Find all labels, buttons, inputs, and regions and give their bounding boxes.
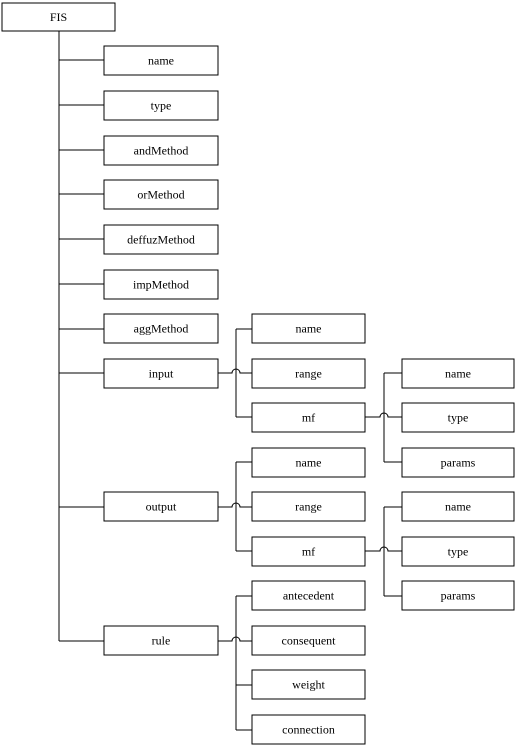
node-output: output [103,491,219,522]
node-type: type [103,90,219,121]
node-output-mf-type-label: type [448,545,469,559]
node-rule: rule [103,625,219,656]
node-andmethod: andMethod [103,135,219,166]
node-output-mf-name: name [401,491,515,522]
node-input-label: input [149,367,174,381]
node-fis-label: FIS [50,10,67,24]
node-aggmethod: aggMethod [103,313,219,344]
node-output-range-label: range [295,500,322,514]
node-input: input [103,358,219,389]
node-impmethod-label: impMethod [133,278,189,292]
connector-lines [58,31,402,731]
node-rule-weight: weight [251,669,366,700]
node-output-mf: mf [251,536,366,567]
node-type-label: type [151,99,172,113]
node-input-mf-type-label: type [448,411,469,425]
node-deffuzmethod: deffuzMethod [103,224,219,255]
node-output-name-label: name [296,456,322,470]
node-rule-antecedent: antecedent [251,580,366,611]
node-input-mf: mf [251,402,366,433]
node-output-mf-name-label: name [445,500,471,514]
node-fis: FIS [1,2,116,32]
node-ormethod-label: orMethod [137,188,184,202]
node-name-label: name [148,54,174,68]
node-input-name-label: name [296,322,322,336]
node-rule-label: rule [152,634,171,648]
node-input-range: range [251,358,366,389]
node-aggmethod-label: aggMethod [134,322,189,336]
node-rule-weight-label: weight [292,678,325,692]
input-link [218,368,252,374]
node-input-mf-params: params [401,447,515,478]
node-output-mf-type: type [401,536,515,567]
node-rule-consequent-label: consequent [282,634,337,648]
node-input-name: name [251,313,366,344]
rule-link [218,636,252,642]
node-andmethod-label: andMethod [134,144,189,158]
node-output-range: range [251,491,366,522]
node-impmethod: impMethod [103,269,219,300]
node-input-mf-label: mf [302,411,315,425]
node-rule-connection: connection [251,714,366,745]
node-deffuzmethod-label: deffuzMethod [127,233,195,247]
output-link [218,502,252,508]
node-name: name [103,45,219,76]
node-rule-connection-label: connection [282,723,335,737]
node-ormethod: orMethod [103,179,219,210]
node-input-mf-params-label: params [441,456,476,470]
node-input-mf-name: name [401,358,515,389]
node-input-range-label: range [295,367,322,381]
node-output-mf-params: params [401,580,515,611]
node-output-mf-label: mf [302,545,315,559]
node-rule-antecedent-label: antecedent [283,589,335,603]
node-input-mf-type: type [401,402,515,433]
node-rule-consequent: consequent [251,625,366,656]
node-output-name: name [251,447,366,478]
node-output-label: output [146,500,177,514]
node-output-mf-params-label: params [441,589,476,603]
node-input-mf-name-label: name [445,367,471,381]
